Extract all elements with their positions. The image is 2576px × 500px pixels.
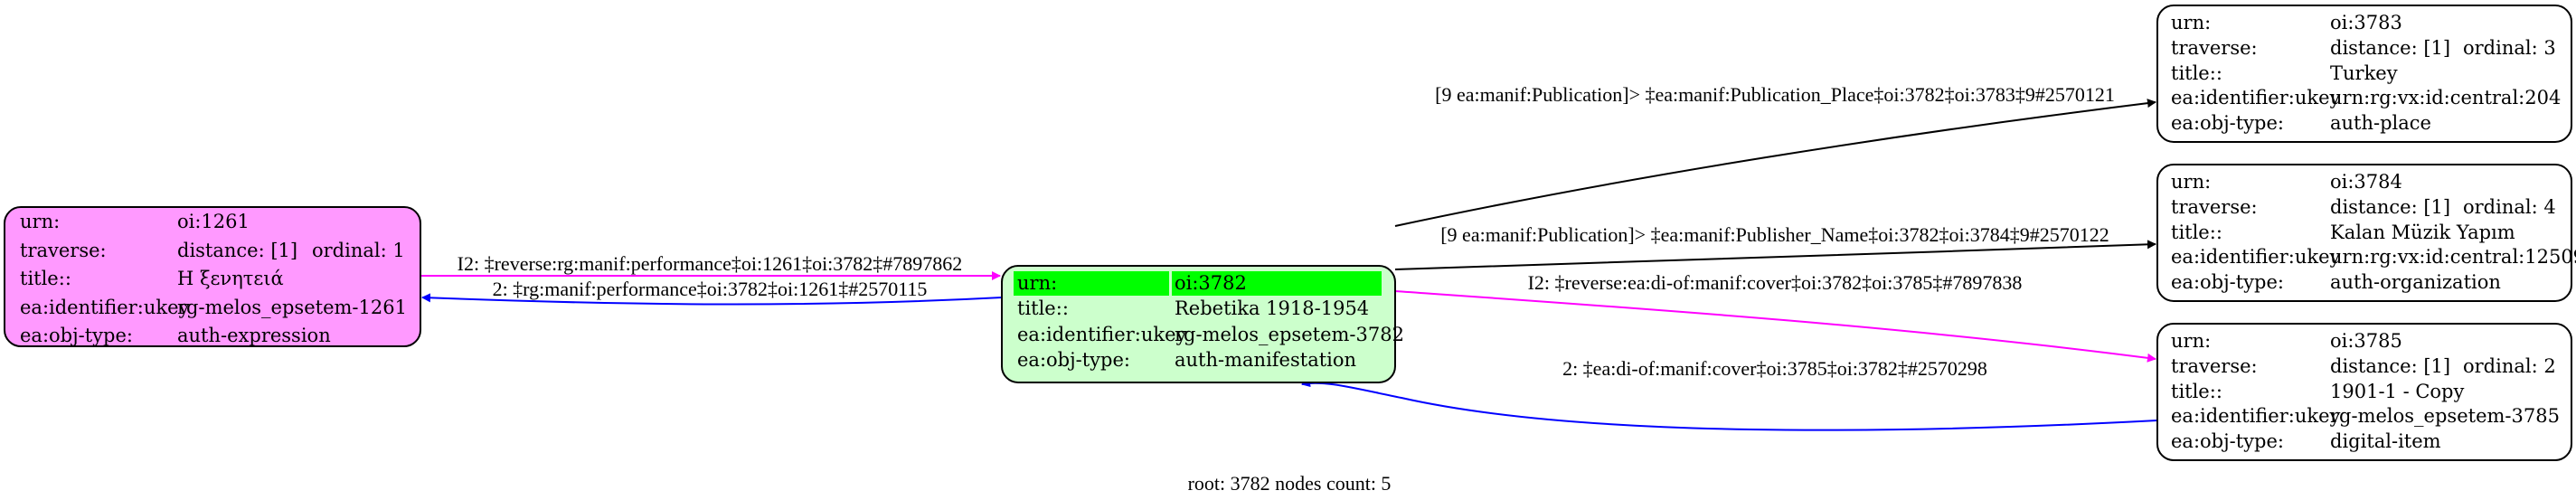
- highlight-cell: [1014, 271, 1169, 296]
- field-label: ea:identifier:ukey: [20, 297, 190, 318]
- field-value: rg-melos_epsetem-3782: [1175, 324, 1404, 345]
- highlight-cell: [1172, 271, 1382, 296]
- edge-label: I2: ‡reverse:ea:di-of:manif:cover‡oi:378…: [1528, 271, 2023, 294]
- field-value: oi:3782: [1175, 272, 1247, 294]
- field-value: oi:3784: [2330, 171, 2402, 193]
- node-oi-3784[interactable]: urn: oi:3784 traverse: distance: [1] ord…: [2156, 164, 2576, 302]
- field-label: ea:obj-type:: [20, 325, 133, 346]
- field-value: Turkey: [2330, 62, 2398, 84]
- field-label: urn:: [2171, 171, 2211, 193]
- field-value: urn:rg:vx:id:central:12509: [2330, 246, 2576, 268]
- node-oi-1261[interactable]: urn: oi:1261 traverse: distance: [1] ord…: [4, 206, 421, 347]
- field-value: oi:3785: [2330, 330, 2402, 352]
- edge-performance: 2: ‡rg:manif:performance‡oi:3782‡oi:1261…: [421, 278, 1003, 306]
- field-label: ea:identifier:ukey: [2171, 246, 2341, 268]
- field-extra: ordinal: 2: [2463, 355, 2556, 377]
- field-value: oi:3783: [2330, 12, 2402, 33]
- edge-performance-reverse: I2: ‡reverse:rg:manif:performance‡oi:126…: [420, 252, 1001, 280]
- edge-label: 2: ‡ea:di-of:manif:cover‡oi:3785‡oi:3782…: [1562, 357, 1987, 380]
- field-label: urn:: [20, 211, 60, 232]
- node-oi-3783[interactable]: urn: oi:3783 traverse: distance: [1] ord…: [2156, 5, 2572, 143]
- field-label: ea:obj-type:: [1017, 349, 1130, 371]
- field-label: traverse:: [2171, 355, 2258, 377]
- field-value: Rebetika 1918-1954: [1175, 297, 1369, 319]
- graph-footer: root: 3782 nodes count: 5: [1188, 472, 1392, 495]
- field-label: title::: [2171, 381, 2222, 402]
- field-label: title::: [1017, 297, 1069, 319]
- field-label: urn:: [2171, 330, 2211, 352]
- field-label: traverse:: [2171, 196, 2258, 218]
- edge-publisher-name: [9 ea:manif:Publication]> ‡ea:manif:Publ…: [1394, 223, 2156, 270]
- field-label: traverse:: [2171, 37, 2258, 59]
- field-value: distance: [1]: [2330, 355, 2450, 377]
- edge-cover-reverse: I2: ‡reverse:ea:di-of:manif:cover‡oi:378…: [1394, 271, 2156, 363]
- field-value: urn:rg:vx:id:central:204: [2330, 87, 2561, 108]
- field-value: rg-melos_epsetem-1261: [177, 297, 407, 318]
- edge-publication-place: [9 ea:manif:Publication]> ‡ea:manif:Publ…: [1394, 83, 2156, 227]
- field-value: Η ξενητειά: [177, 268, 284, 289]
- field-value: auth-expression: [177, 325, 331, 346]
- edge-cover: 2: ‡ea:di-of:manif:cover‡oi:3785‡oi:3782…: [1301, 357, 2158, 431]
- edge-label: I2: ‡reverse:rg:manif:performance‡oi:126…: [458, 252, 963, 275]
- field-extra: ordinal: 4: [2463, 196, 2556, 218]
- field-value: distance: [1]: [2330, 196, 2450, 218]
- field-value: distance: [1]: [2330, 37, 2450, 59]
- field-label: ea:identifier:ukey: [2171, 405, 2341, 427]
- field-label: ea:obj-type:: [2171, 430, 2284, 452]
- field-value: auth-manifestation: [1175, 349, 1356, 371]
- field-value: auth-place: [2330, 112, 2431, 134]
- edge-label: [9 ea:manif:Publication]> ‡ea:manif:Publ…: [1440, 223, 2109, 246]
- field-value: 1901-1 - Copy: [2330, 381, 2465, 402]
- node-oi-3785[interactable]: urn: oi:3785 traverse: distance: [1] ord…: [2156, 323, 2572, 461]
- field-value: auth-organization: [2330, 271, 2501, 293]
- field-label: urn:: [2171, 12, 2211, 33]
- field-label: urn:: [1017, 272, 1057, 294]
- field-label: title::: [2171, 62, 2222, 84]
- field-label: traverse:: [20, 240, 107, 261]
- field-extra: ordinal: 1: [312, 240, 405, 261]
- field-label: ea:identifier:ukey: [1017, 324, 1187, 345]
- field-label: title::: [20, 268, 71, 289]
- field-label: ea:obj-type:: [2171, 271, 2284, 293]
- field-value: distance: [1]: [177, 240, 297, 261]
- field-value: digital-item: [2330, 430, 2441, 452]
- field-value: rg-melos_epsetem-3785: [2330, 405, 2560, 427]
- field-label: title::: [2171, 222, 2222, 243]
- field-label: ea:obj-type:: [2171, 112, 2284, 134]
- field-value: oi:1261: [177, 211, 250, 232]
- field-label: ea:identifier:ukey: [2171, 87, 2341, 108]
- edge-label: 2: ‡rg:manif:performance‡oi:3782‡oi:1261…: [493, 278, 928, 300]
- node-oi-3782-root[interactable]: urn: oi:3782 title:: Rebetika 1918-1954 …: [1001, 265, 1404, 383]
- edge-label: [9 ea:manif:Publication]> ‡ea:manif:Publ…: [1435, 83, 2115, 106]
- field-value: Kalan Müzik Yapım: [2330, 222, 2515, 243]
- field-extra: ordinal: 3: [2463, 37, 2556, 59]
